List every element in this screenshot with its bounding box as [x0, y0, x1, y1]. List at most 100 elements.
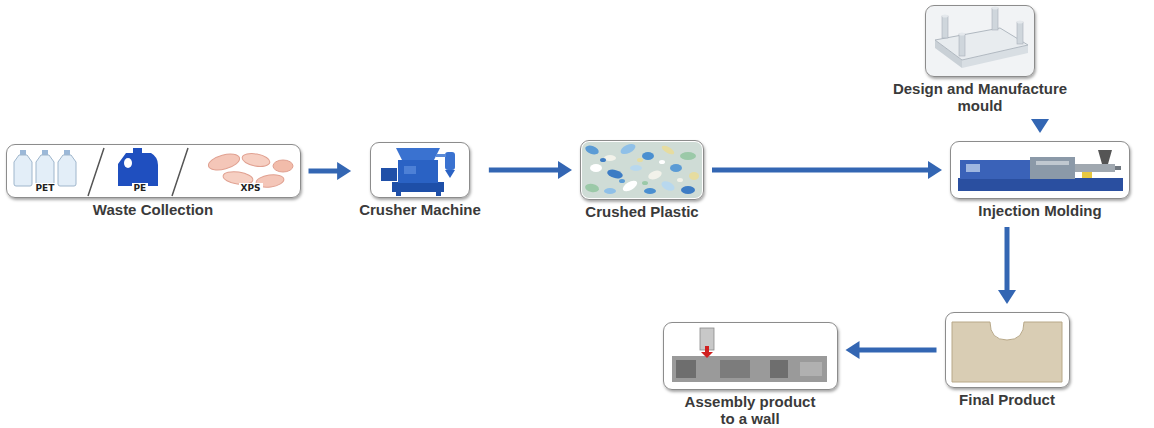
foam-illustration	[207, 151, 242, 173]
separator-slash	[172, 148, 188, 196]
injection-machine-illustration	[1082, 172, 1092, 178]
crushed-plastic-illustration	[584, 183, 599, 193]
arrow-shaft	[859, 348, 937, 353]
wall-assembly-illustration	[800, 362, 822, 376]
wall-assembly-illustration	[720, 360, 750, 378]
jug-illustration	[118, 148, 158, 186]
injection-machine-illustration	[1075, 164, 1115, 172]
crushed-plastic-illustration	[582, 142, 702, 198]
crusher-illustration	[396, 192, 401, 196]
mould-illustration	[992, 8, 998, 30]
crushed-plastic-illustration	[604, 188, 616, 194]
final-product-illustration	[952, 322, 1062, 382]
mould-illustration	[942, 15, 948, 18]
mould-illustration	[926, 6, 1034, 76]
crushed-plastic-illustration	[582, 142, 702, 198]
crusher-illustration	[404, 166, 416, 174]
step-caption: Injection Molding	[978, 202, 1101, 219]
process-box: Final Product	[945, 312, 1070, 408]
step-caption: Final Product	[959, 391, 1055, 408]
crusher-illustration	[398, 160, 438, 183]
process-box: Crushed Plastic	[580, 140, 704, 220]
bottle-illustration	[36, 155, 54, 186]
image-frame: PETPEXPS	[6, 144, 301, 198]
image-frame	[945, 312, 1070, 388]
flow-arrow	[1031, 119, 1049, 133]
arrow-shaft	[309, 169, 339, 174]
arrow-head	[558, 161, 572, 179]
arrow-head	[846, 341, 860, 359]
crusher-illustration	[381, 168, 397, 181]
mould-illustration	[959, 34, 965, 56]
image-frame	[580, 140, 704, 200]
crusher-illustration	[381, 148, 455, 196]
crushed-plastic-illustration	[660, 144, 675, 156]
process-box: Injection Molding	[950, 141, 1130, 219]
injection-machine-illustration	[966, 164, 980, 172]
material-label: XPS	[239, 183, 263, 194]
crushed-plastic-illustration	[660, 179, 676, 192]
image-frame	[663, 322, 838, 390]
crusher-illustration	[396, 148, 440, 160]
crushed-plastic-illustration	[680, 152, 696, 160]
image-frame	[370, 142, 470, 198]
step-caption: Design and Manufacture mould	[880, 80, 1080, 114]
crushed-plastic-illustration	[670, 164, 682, 172]
flow-arrow	[998, 227, 1016, 304]
bottle-illustration	[58, 155, 76, 186]
flow-arrow	[489, 161, 572, 179]
wall-assembly-illustration	[770, 360, 788, 378]
separator-slash	[88, 148, 104, 196]
arrow-head	[1031, 119, 1049, 133]
crushed-plastic-illustration	[619, 179, 625, 183]
foam-illustration	[273, 160, 293, 172]
arrow-shaft	[712, 168, 929, 173]
mould-illustration	[1017, 21, 1023, 24]
injection-machine-illustration	[1036, 161, 1069, 165]
step-caption: Crushed Plastic	[585, 203, 698, 220]
mould-illustration	[935, 28, 1028, 60]
crushed-plastic-illustration	[630, 165, 642, 171]
bottle-illustration	[64, 150, 70, 155]
injection-machine-illustration	[960, 160, 1030, 179]
mould-illustration	[959, 33, 965, 36]
jug-illustration	[118, 148, 158, 186]
flow-arrow	[846, 341, 937, 359]
wall-assembly-illustration	[672, 356, 827, 382]
process-box: Crusher Machine	[359, 142, 481, 218]
injection-machine-illustration	[1115, 166, 1121, 170]
material-label: PET	[34, 183, 57, 194]
step-caption: Assembly product to a wall	[680, 393, 820, 427]
crushed-plastic-illustration	[659, 160, 665, 164]
crushed-plastic-illustration	[637, 158, 643, 162]
crusher-illustration	[445, 152, 455, 170]
crushed-plastic-illustration	[590, 164, 602, 172]
crusher-illustration	[445, 170, 455, 178]
final-product-illustration	[952, 322, 1062, 382]
crushed-plastic-illustration	[681, 186, 695, 194]
mould-illustration	[992, 7, 998, 10]
injection-machine-illustration	[958, 150, 1123, 191]
crusher-illustration	[436, 192, 441, 196]
injection-machine-illustration	[1098, 150, 1112, 164]
step-caption: Waste Collection	[93, 201, 213, 218]
crushed-plastic-illustration	[647, 169, 663, 181]
image-frame	[950, 141, 1130, 199]
arrow-shaft	[489, 168, 559, 173]
bottle-illustration	[42, 150, 48, 155]
separator-slash	[88, 148, 188, 196]
crushed-plastic-illustration	[644, 188, 656, 194]
crushed-plastic-illustration	[677, 178, 683, 182]
step-caption: Crusher Machine	[359, 201, 481, 218]
flow-arrow	[712, 161, 942, 179]
flow-arrow	[309, 162, 352, 180]
arrow-head	[928, 161, 942, 179]
process-box: Assembly product to a wall	[663, 322, 838, 427]
wall-assembly-illustration	[701, 352, 713, 358]
crusher-illustration	[436, 154, 446, 157]
wall-assembly-illustration	[672, 328, 827, 382]
mould-illustration	[942, 16, 948, 38]
foam-illustration	[241, 152, 271, 169]
image-frame	[925, 5, 1035, 77]
